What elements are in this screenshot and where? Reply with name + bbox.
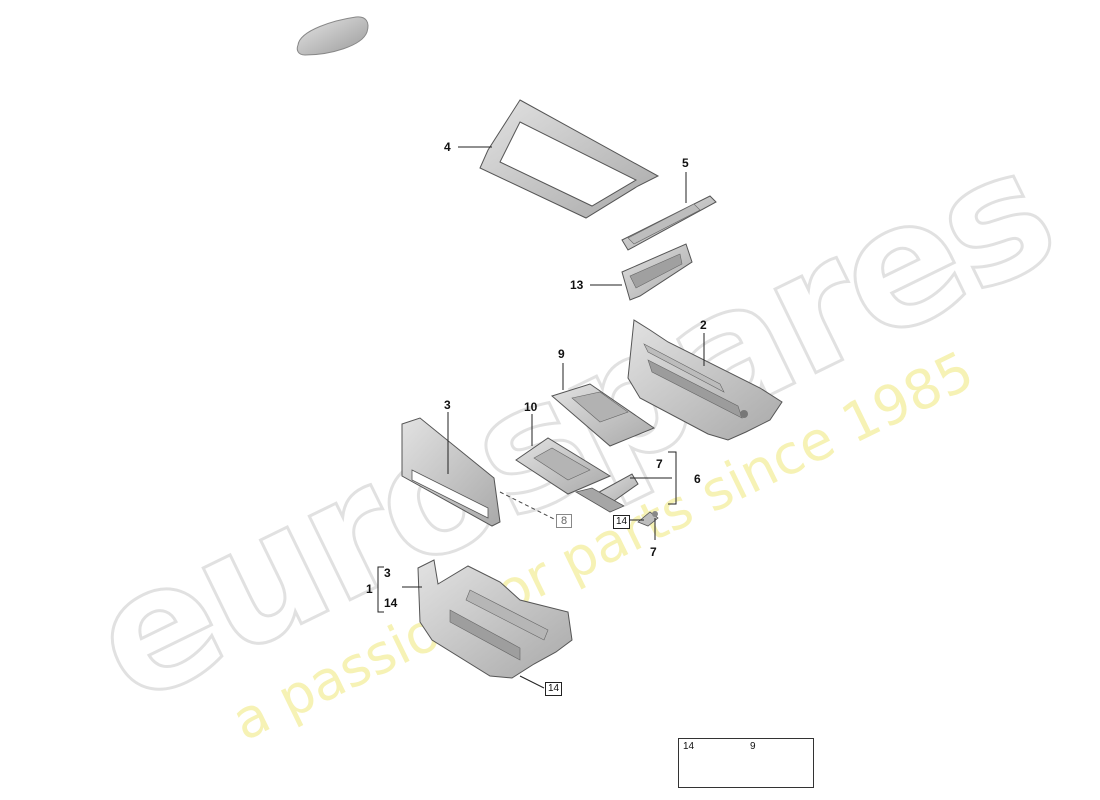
callout-8-box: 8 (556, 514, 572, 528)
part-6-bracket (574, 473, 639, 513)
legend-item-9: 9 (746, 739, 812, 787)
callout-9: 9 (558, 347, 565, 361)
legend-item-14-number: 14 (683, 741, 695, 752)
callout-5: 5 (682, 156, 689, 170)
callout-1: 1 (366, 582, 373, 596)
callout-7-upper: 7 (656, 457, 663, 471)
callout-14-box-lower: 14 (545, 682, 563, 696)
callout-6: 6 (694, 472, 701, 486)
leader-8 (499, 491, 557, 521)
car-thumbnail-icon (296, 16, 369, 56)
callout-7-lower: 7 (650, 545, 657, 559)
part-10-plate (515, 437, 612, 495)
leader-14b (519, 675, 545, 689)
callout-1-sub-3: 3 (384, 566, 391, 580)
part-2-crossmember (627, 319, 783, 441)
bracket-6 (668, 451, 677, 505)
legend-item-14: 14 (679, 739, 745, 787)
part-13-bracket (621, 243, 693, 301)
part-1-floor-assembly (417, 559, 573, 679)
callout-3: 3 (444, 398, 451, 412)
callout-4: 4 (444, 140, 451, 154)
legend-box: 14 9 (678, 738, 814, 788)
part-4-frame (479, 99, 660, 219)
part-5-strip (621, 195, 717, 251)
callout-10: 10 (524, 400, 538, 414)
bracket-1 (377, 566, 384, 613)
callout-13: 13 (570, 278, 584, 292)
callout-14-box-upper: 14 (613, 515, 631, 529)
callout-2: 2 (700, 318, 707, 332)
callout-1-sub-14: 14 (384, 596, 398, 610)
part-7-clip (637, 511, 659, 527)
part-9-plate (550, 383, 656, 447)
legend-item-9-number: 9 (750, 741, 756, 752)
part-3-panel (401, 417, 501, 527)
